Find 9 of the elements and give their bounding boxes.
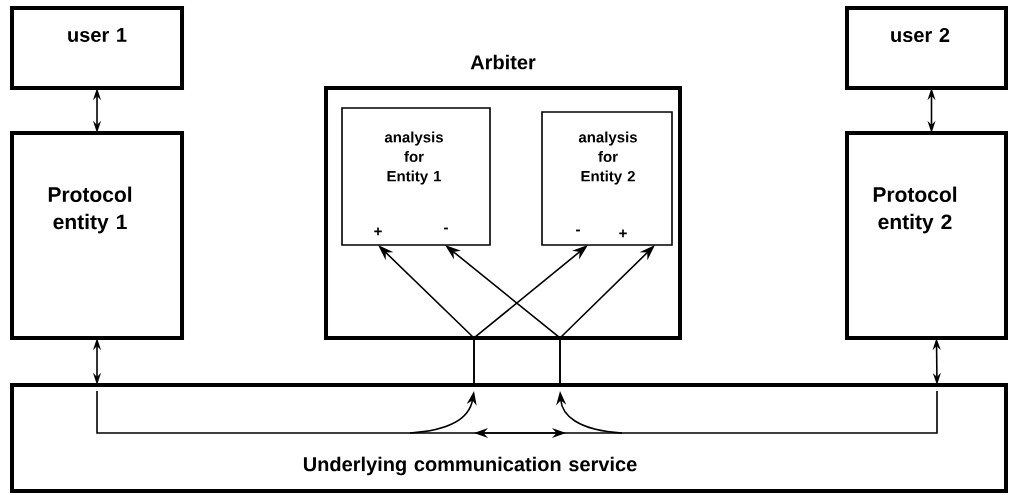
user-box: user 2 bbox=[845, 6, 1008, 90]
process-box: Protocol entity 1 bbox=[10, 131, 184, 340]
process-box: Protocol entity 2 bbox=[845, 131, 1008, 340]
analysis-box: analysis for Entity 2 - + bbox=[541, 111, 673, 246]
user-box: user 1 bbox=[10, 6, 184, 90]
service-box: Underlying communication service bbox=[10, 383, 1008, 493]
analysis-box: analysis for Entity 1 + - bbox=[341, 107, 491, 246]
node-label: Arbiter bbox=[470, 54, 536, 70]
arrow bbox=[559, 245, 655, 386]
